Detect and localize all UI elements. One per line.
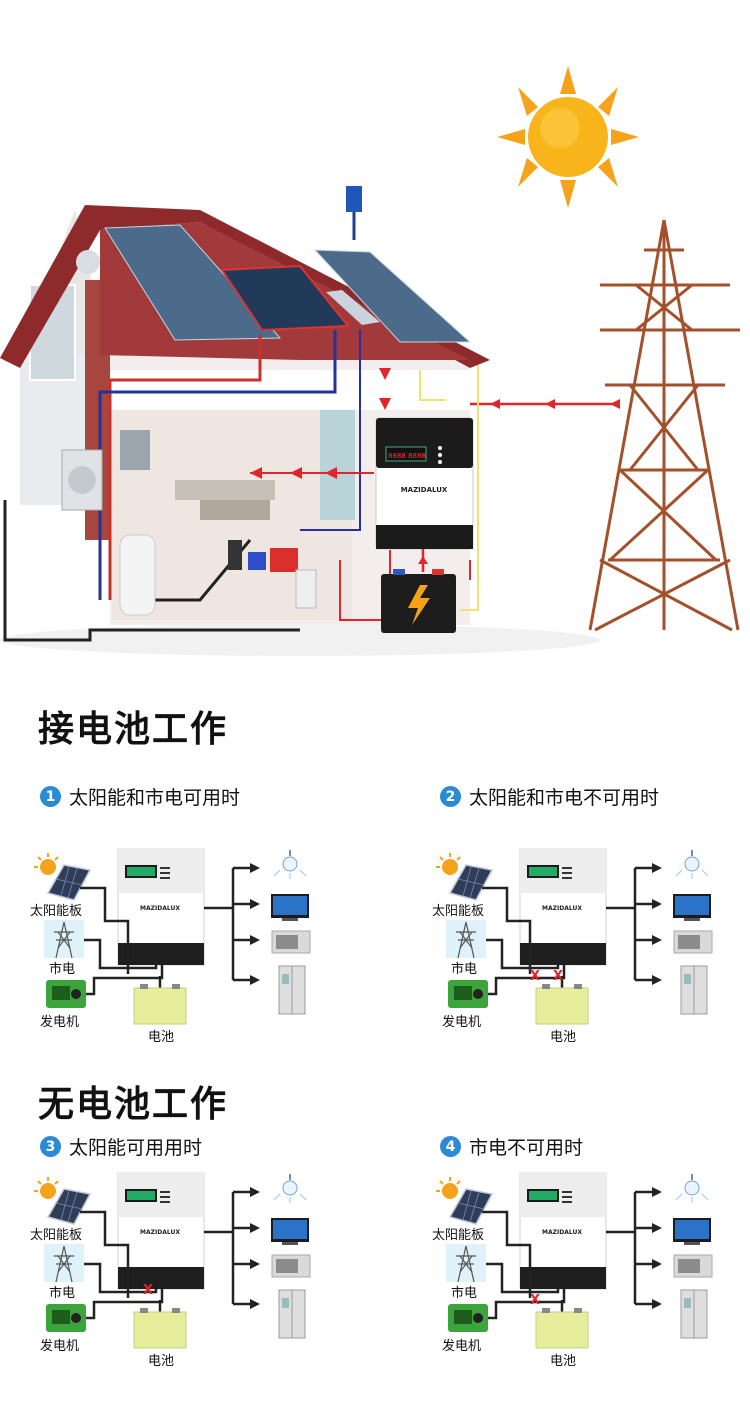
solar-label: 太阳能板: [30, 1228, 83, 1243]
generator-icon: [46, 1304, 86, 1332]
scenario-panel-3: MAZIDALUX: [30, 1172, 360, 1372]
battery-label: 电池: [148, 1354, 175, 1369]
fridge-icon: [278, 1289, 306, 1339]
tv-icon: [271, 1218, 309, 1245]
battery-icon: [535, 984, 589, 1025]
scenario-title-2: 2 太阳能和市电不可用时: [440, 783, 659, 810]
scenario-label-1: 太阳能和市电可用时: [69, 787, 241, 809]
scenario-label-3: 太阳能可用用时: [69, 1137, 203, 1159]
solar-panel-icon: [34, 853, 92, 901]
scenario-title-1: 1 太阳能和市电可用时: [40, 783, 240, 810]
tv-icon: [271, 894, 309, 921]
bulb-icon: [675, 850, 709, 879]
solar-panel-icon: [436, 1177, 494, 1225]
battery-label: 电池: [148, 1030, 175, 1045]
hero-inverter-brand: MAZIDALUX: [401, 486, 448, 494]
bulb-icon: [273, 850, 307, 879]
disconnect-mark: X: [143, 1283, 153, 1298]
scenario-wiring: MAZIDALUX: [34, 848, 311, 1025]
generator-icon: [448, 980, 488, 1008]
scenario-label-2: 太阳能和市电不可用时: [469, 787, 660, 809]
hero-battery-icon: [381, 549, 456, 633]
battery-icon: [133, 984, 187, 1025]
pylon-icon: [588, 219, 740, 632]
section-title-with-battery: 接电池工作: [38, 709, 229, 750]
battery-icon: [133, 1308, 187, 1349]
scenario-number-1: 1: [40, 786, 61, 807]
disconnect-mark: X: [553, 969, 563, 984]
inverter-icon: MAZIDALUX: [117, 1172, 205, 1290]
scenario-wiring: MAZIDALUX: [34, 1172, 311, 1349]
section-title-without-battery: 无电池工作: [38, 1084, 229, 1125]
fridge-icon: [278, 965, 306, 1015]
grid-label: 市电: [451, 962, 478, 977]
scenario-panel-1: MAZIDALUX: [30, 848, 360, 1048]
sun-icon: [497, 66, 639, 208]
generator-icon: [448, 1304, 488, 1332]
inverter-brand: MAZIDALUX: [542, 905, 582, 912]
inverter-brand: MAZIDALUX: [140, 905, 180, 912]
scenario-wiring: MAZIDALUX: [436, 848, 713, 1025]
bulb-icon: [675, 1174, 709, 1203]
scenario-wiring: MAZIDALUX: [436, 1172, 713, 1349]
battery-label: 电池: [550, 1354, 577, 1369]
scenario-number-2: 2: [440, 786, 461, 807]
scenario-panel-4: MAZIDALUX: [432, 1172, 750, 1372]
inverter-icon: MAZIDALUX: [117, 848, 205, 966]
disconnect-mark: X: [530, 1293, 540, 1308]
pylon-icon: [446, 1244, 486, 1283]
fridge-icon: [680, 1289, 708, 1339]
solar-label: 太阳能板: [432, 1228, 485, 1243]
pylon-icon: [44, 1244, 84, 1283]
microwave-icon: [271, 1254, 311, 1278]
scenario-number-4: 4: [440, 1136, 461, 1157]
scenario-label-4: 市电不可用时: [469, 1137, 584, 1159]
scenario-number-3: 3: [40, 1136, 61, 1157]
pylon-icon: [44, 920, 84, 959]
hero-inverter-display: 8888 8888: [388, 452, 426, 460]
solar-label: 太阳能板: [30, 904, 83, 919]
inverter-icon: MAZIDALUX: [519, 848, 607, 966]
scenario-title-3: 3 太阳能可用用时: [40, 1133, 202, 1160]
grid-label: 市电: [451, 1286, 478, 1301]
microwave-icon: [673, 1254, 713, 1278]
microwave-icon: [271, 930, 311, 954]
scenario-panel-2: MAZIDALUX: [432, 848, 750, 1048]
solar-label: 太阳能板: [432, 904, 485, 919]
scenario-title-4: 4 市电不可用时: [440, 1133, 583, 1160]
battery-icon: [535, 1308, 589, 1349]
inverter-brand: MAZIDALUX: [140, 1229, 180, 1236]
grid-label: 市电: [49, 1286, 76, 1301]
solar-panel-icon: [34, 1177, 92, 1225]
generator-label: 发电机: [40, 1339, 80, 1354]
generator-label: 发电机: [442, 1015, 482, 1030]
grid-label: 市电: [49, 962, 76, 977]
generator-icon: [46, 980, 86, 1008]
battery-label: 电池: [550, 1030, 577, 1045]
microwave-icon: [673, 930, 713, 954]
generator-label: 发电机: [40, 1015, 80, 1030]
pylon-icon: [446, 920, 486, 959]
hero-inverter: 8888 8888 MAZIDALUX: [375, 417, 474, 550]
tv-icon: [673, 1218, 711, 1245]
bulb-icon: [273, 1174, 307, 1203]
tv-icon: [673, 894, 711, 921]
generator-label: 发电机: [442, 1339, 482, 1354]
inverter-icon: MAZIDALUX: [519, 1172, 607, 1290]
disconnect-mark: X: [530, 969, 540, 984]
inverter-brand: MAZIDALUX: [542, 1229, 582, 1236]
fridge-icon: [680, 965, 708, 1015]
hero-illustration: 8888 8888 MAZIDALUX: [0, 66, 740, 656]
solar-panel-icon: [436, 853, 494, 901]
